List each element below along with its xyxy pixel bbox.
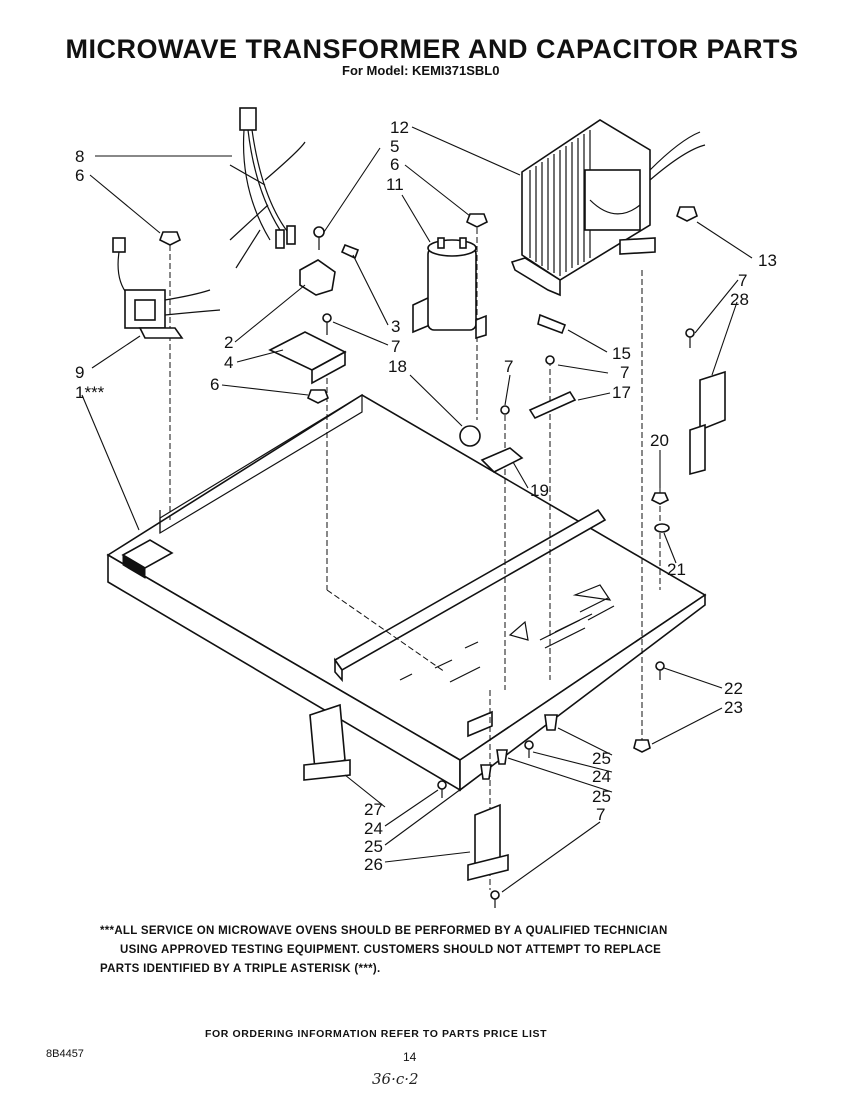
callout-9: 9 [75, 363, 84, 382]
model-subtitle: For Model: KEMI371SBL0 [342, 63, 500, 78]
ordering-info: FOR ORDERING INFORMATION REFER TO PARTS … [205, 1028, 548, 1040]
callout-1: 1*** [75, 383, 105, 402]
callout-26: 26 [364, 855, 383, 874]
callout-6-harness-nut: 6 [75, 166, 84, 185]
callout-7-center: 7 [504, 357, 513, 376]
callout-27: 27 [364, 800, 383, 819]
callout-20: 20 [650, 431, 669, 450]
callout-numbers: 8 6 12 5 6 11 13 7 28 2 3 4 7 9 1*** 6 1… [75, 118, 777, 874]
callout-18: 18 [388, 357, 407, 376]
callout-19: 19 [530, 481, 549, 500]
callout-24-right: 24 [592, 767, 611, 786]
callout-17: 17 [612, 383, 631, 402]
callout-12: 12 [390, 118, 409, 137]
document-number: 8B4457 [46, 1048, 84, 1060]
filter-transformer [112, 237, 221, 339]
callout-28: 28 [730, 290, 749, 309]
callout-11: 11 [386, 175, 404, 194]
callout-13: 13 [758, 251, 777, 270]
page-number: 14 [403, 1050, 417, 1064]
callout-6-bracket-nut: 6 [210, 375, 219, 394]
callout-25-right-upper: 25 [592, 749, 611, 768]
callout-8: 8 [75, 147, 84, 166]
callout-5: 5 [390, 137, 399, 156]
callout-leader-lines [81, 126, 753, 893]
service-warning-note: ***ALL SERVICE ON MICROWAVE OVENS SHOULD… [100, 922, 740, 979]
high-voltage-transformer [510, 119, 706, 297]
note-line-3: PARTS IDENTIFIED BY A TRIPLE ASTERISK (*… [100, 963, 381, 975]
note-line-1: ***ALL SERVICE ON MICROWAVE OVENS SHOULD… [100, 925, 668, 937]
callout-24-left: 24 [364, 819, 383, 838]
note-line-2: USING APPROVED TESTING EQUIPMENT. CUSTOM… [120, 944, 662, 956]
capacitor [412, 237, 487, 340]
callout-22: 22 [724, 679, 743, 698]
callout-25-left: 25 [364, 837, 383, 856]
wire-harness [229, 107, 306, 269]
fasteners [158, 206, 698, 908]
callout-7-top-right: 7 [738, 271, 747, 290]
callout-3: 3 [391, 317, 400, 336]
callout-15: 15 [612, 344, 631, 363]
callout-21: 21 [667, 560, 686, 579]
callout-23: 23 [724, 698, 743, 717]
page-title: MICROWAVE TRANSFORMER AND CAPACITOR PART… [65, 34, 799, 64]
handwritten-annotation: 36·c·2 [372, 1070, 419, 1088]
callout-7-right: 7 [620, 363, 629, 382]
callout-6-capacitor-nut: 6 [390, 155, 399, 174]
callout-2: 2 [224, 333, 233, 352]
brackets-and-feet [268, 243, 726, 882]
base-plate [106, 393, 707, 792]
vent-slots [399, 597, 615, 683]
callout-25-right-lower: 25 [592, 787, 611, 806]
callout-4: 4 [224, 353, 233, 372]
callout-7-bottom: 7 [596, 805, 605, 824]
callout-7-bracket: 7 [391, 337, 400, 356]
